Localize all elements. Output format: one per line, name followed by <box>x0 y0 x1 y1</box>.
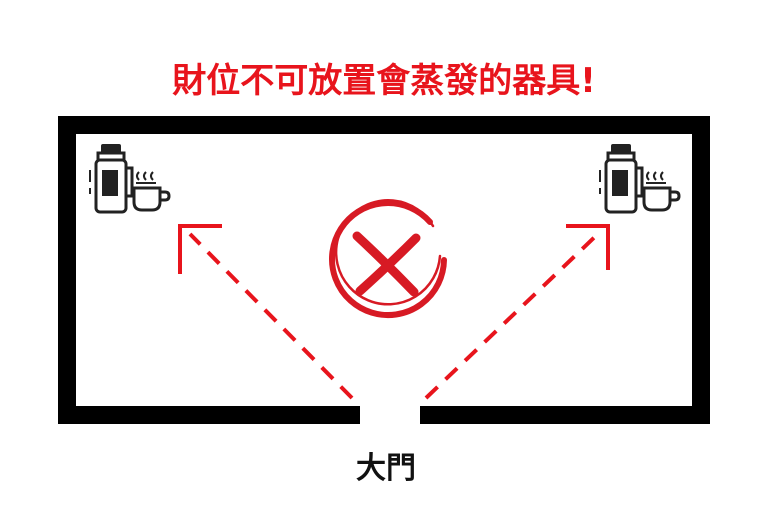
bottom-wall-right <box>420 406 710 424</box>
left-arrow-dashed-line <box>188 232 354 400</box>
right-arrow-dashed-line <box>424 230 602 400</box>
right-diagonal-arrow <box>424 224 610 400</box>
room-walls <box>58 116 710 424</box>
left-diagonal-arrow <box>178 224 354 400</box>
top-wall <box>58 116 710 134</box>
thermos-icon <box>88 142 134 214</box>
warning-title: 財位不可放置會蒸發的器具! <box>172 61 596 101</box>
main-door-label: 大門 <box>356 451 416 486</box>
right-wall <box>692 116 710 424</box>
steaming-cup-icon <box>132 170 171 212</box>
left-arrow-head <box>178 224 222 274</box>
right-arrow-head <box>566 224 610 270</box>
right-appliance-group <box>598 142 681 214</box>
steaming-cup-icon <box>642 170 681 212</box>
left-wall <box>58 116 76 424</box>
left-appliance-group <box>88 142 171 214</box>
thermos-icon <box>598 142 644 214</box>
red-x-circle-icon <box>329 199 447 319</box>
bottom-wall-left <box>58 406 360 424</box>
